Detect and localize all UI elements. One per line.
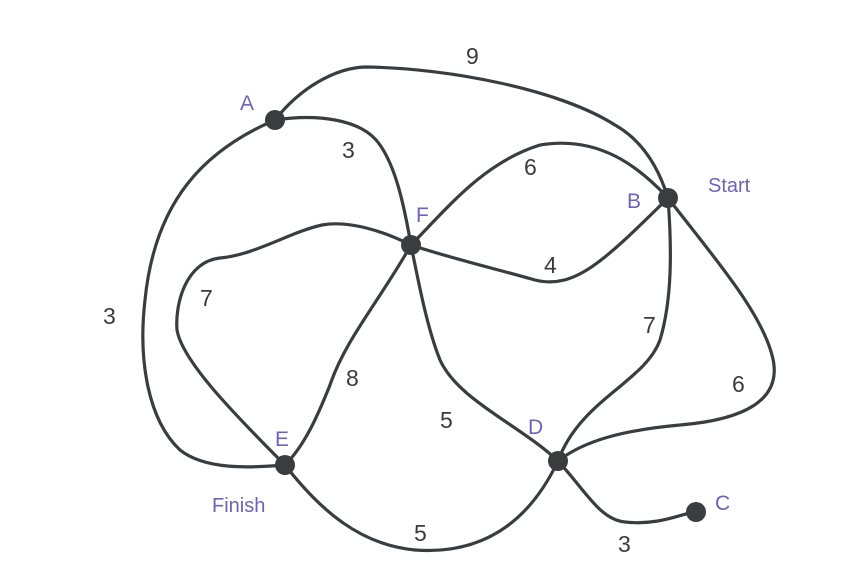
weight-label-F-E-direct: 8 — [346, 365, 359, 391]
weight-label-B-D-inner: 7 — [643, 312, 656, 338]
node-label-D: D — [528, 416, 543, 439]
weight-label-F-B-top: 6 — [524, 154, 537, 180]
start-label: Start — [708, 175, 751, 197]
node-A — [265, 110, 285, 130]
weight-label-A-B: 9 — [466, 43, 479, 69]
node-label-E: E — [275, 428, 289, 451]
weight-label-F-B-bottom: 4 — [544, 252, 557, 278]
edge-B-D-outer — [556, 196, 776, 463]
weight-label-F-E-left: 7 — [200, 285, 213, 311]
node-label-A: A — [240, 92, 254, 115]
node-labels: A F B E D C Start Finish — [212, 92, 751, 517]
edge-B-D-inner — [556, 196, 672, 463]
node-C — [686, 502, 706, 522]
edge-A-F — [273, 115, 413, 247]
node-label-F: F — [416, 204, 429, 227]
edge-F-E-direct — [283, 243, 413, 467]
node-F — [401, 235, 421, 255]
edge-A-E — [141, 118, 287, 469]
edge-F-E-left — [175, 222, 413, 467]
weight-label-F-D: 5 — [440, 407, 453, 433]
edge-weights: 9 3 3 6 4 7 8 5 7 6 5 3 — [103, 43, 745, 557]
weight-label-A-E: 3 — [103, 303, 116, 329]
node-E — [275, 455, 295, 475]
edge-D-C — [556, 459, 698, 525]
weight-label-B-D-outer: 6 — [732, 371, 745, 397]
edges — [141, 65, 776, 553]
node-label-C: C — [715, 492, 730, 515]
node-label-B: B — [627, 190, 641, 213]
edge-F-B-bottom — [409, 196, 670, 284]
edge-F-B-top — [409, 141, 670, 247]
nodes — [265, 110, 706, 522]
node-B — [658, 188, 678, 208]
finish-label: Finish — [212, 495, 265, 517]
weight-label-D-C: 3 — [618, 531, 631, 557]
edge-F-D — [409, 243, 560, 463]
node-D — [548, 451, 568, 471]
weight-label-E-D: 5 — [414, 520, 427, 546]
edge-A-B — [273, 65, 670, 200]
weight-label-A-F: 3 — [342, 137, 355, 163]
edge-E-D — [283, 459, 560, 553]
